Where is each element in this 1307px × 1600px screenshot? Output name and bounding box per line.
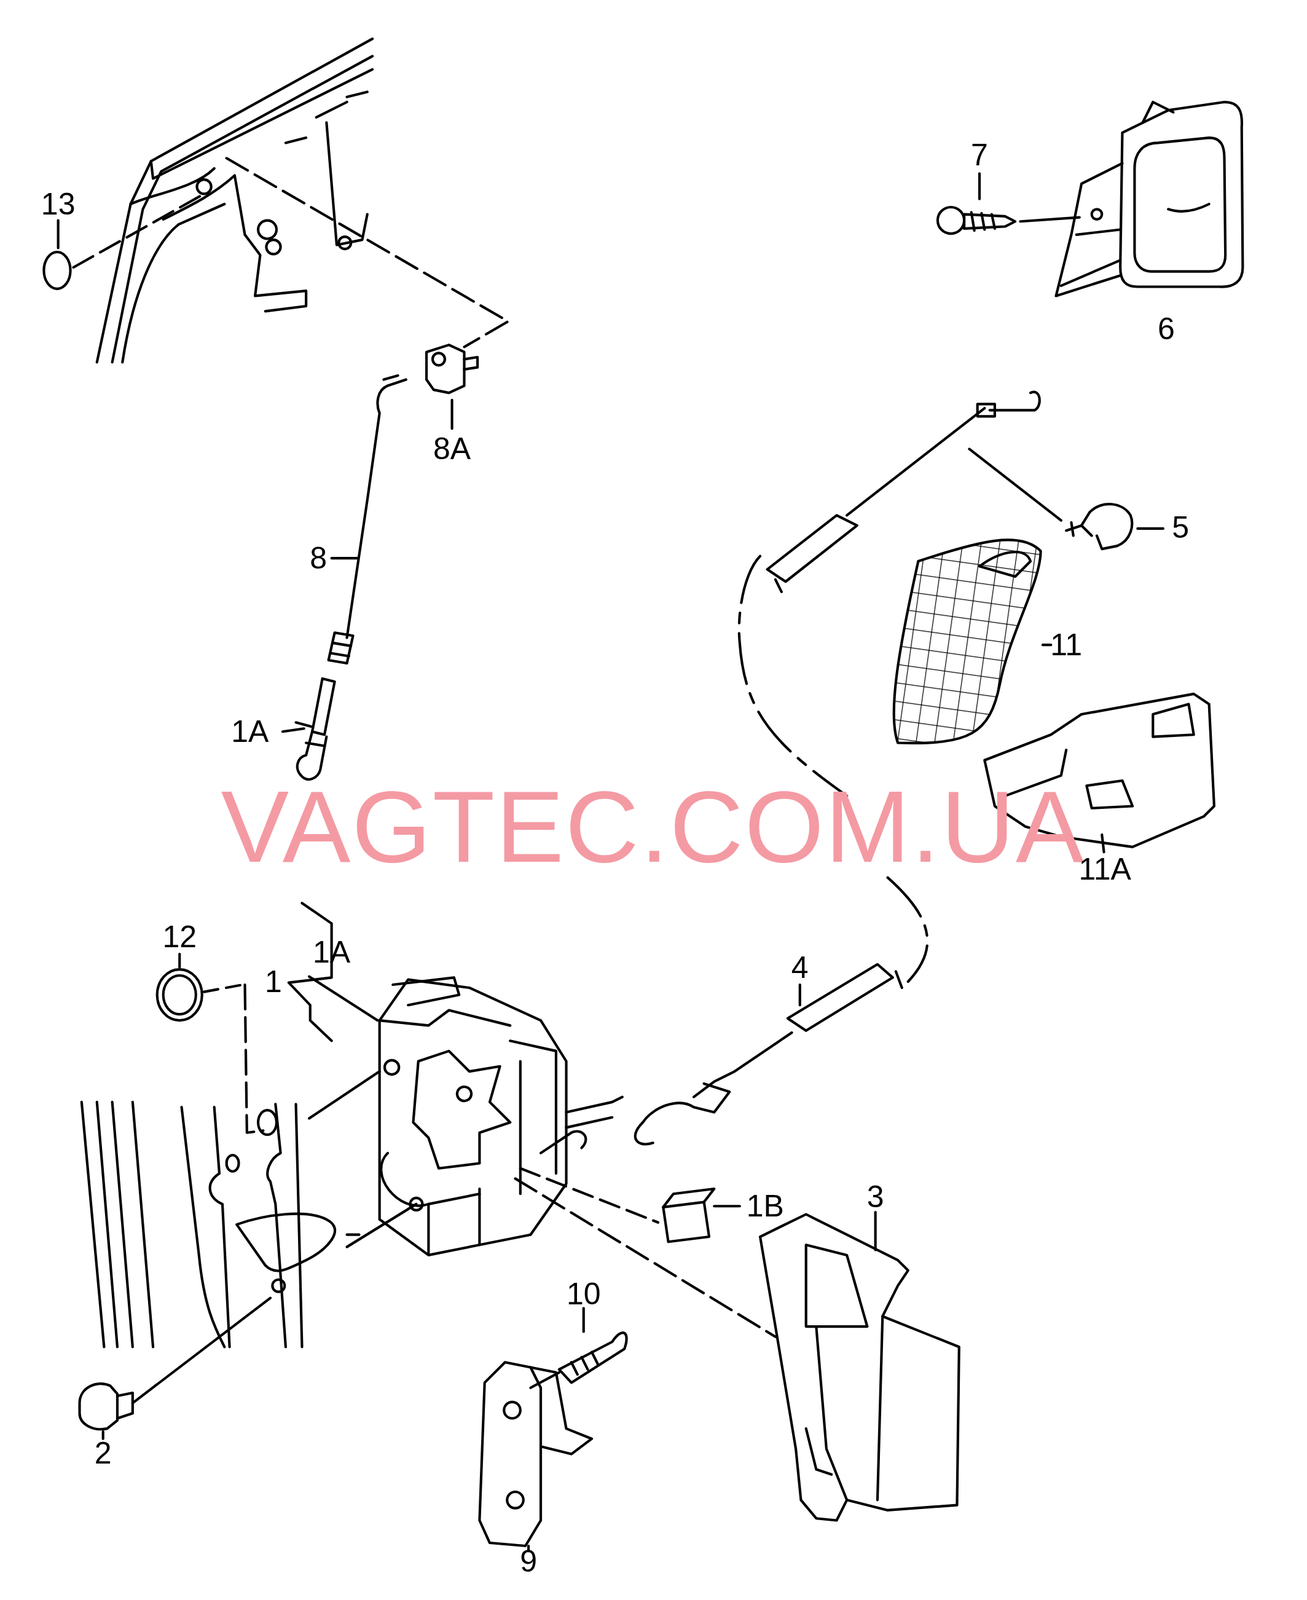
callout-number: 1A [312,936,351,968]
callout-number: 11A [1079,853,1132,885]
callout-number: 2 [94,1437,112,1468]
callout-number: 7 [970,139,989,171]
callout-number: 10 [566,1278,601,1309]
callout-number: 8 [309,542,327,574]
callout-number: 11 [1050,629,1083,660]
watermark: VAGTEC.COM.UA [220,775,1085,878]
callout-number: 12 [162,921,197,952]
callout-number: 9 [519,1545,538,1577]
callout-number: 13 [41,188,76,220]
callout-number: 6 [1157,313,1175,345]
callout-number: 1A [231,715,269,747]
callout-number: 3 [867,1181,885,1212]
callout-number: 4 [791,951,809,983]
callout-number: 1B [746,1190,785,1221]
callout-number: 5 [1171,511,1190,543]
callout-number: 1 [264,965,283,997]
callout-number: 8A [433,433,471,464]
